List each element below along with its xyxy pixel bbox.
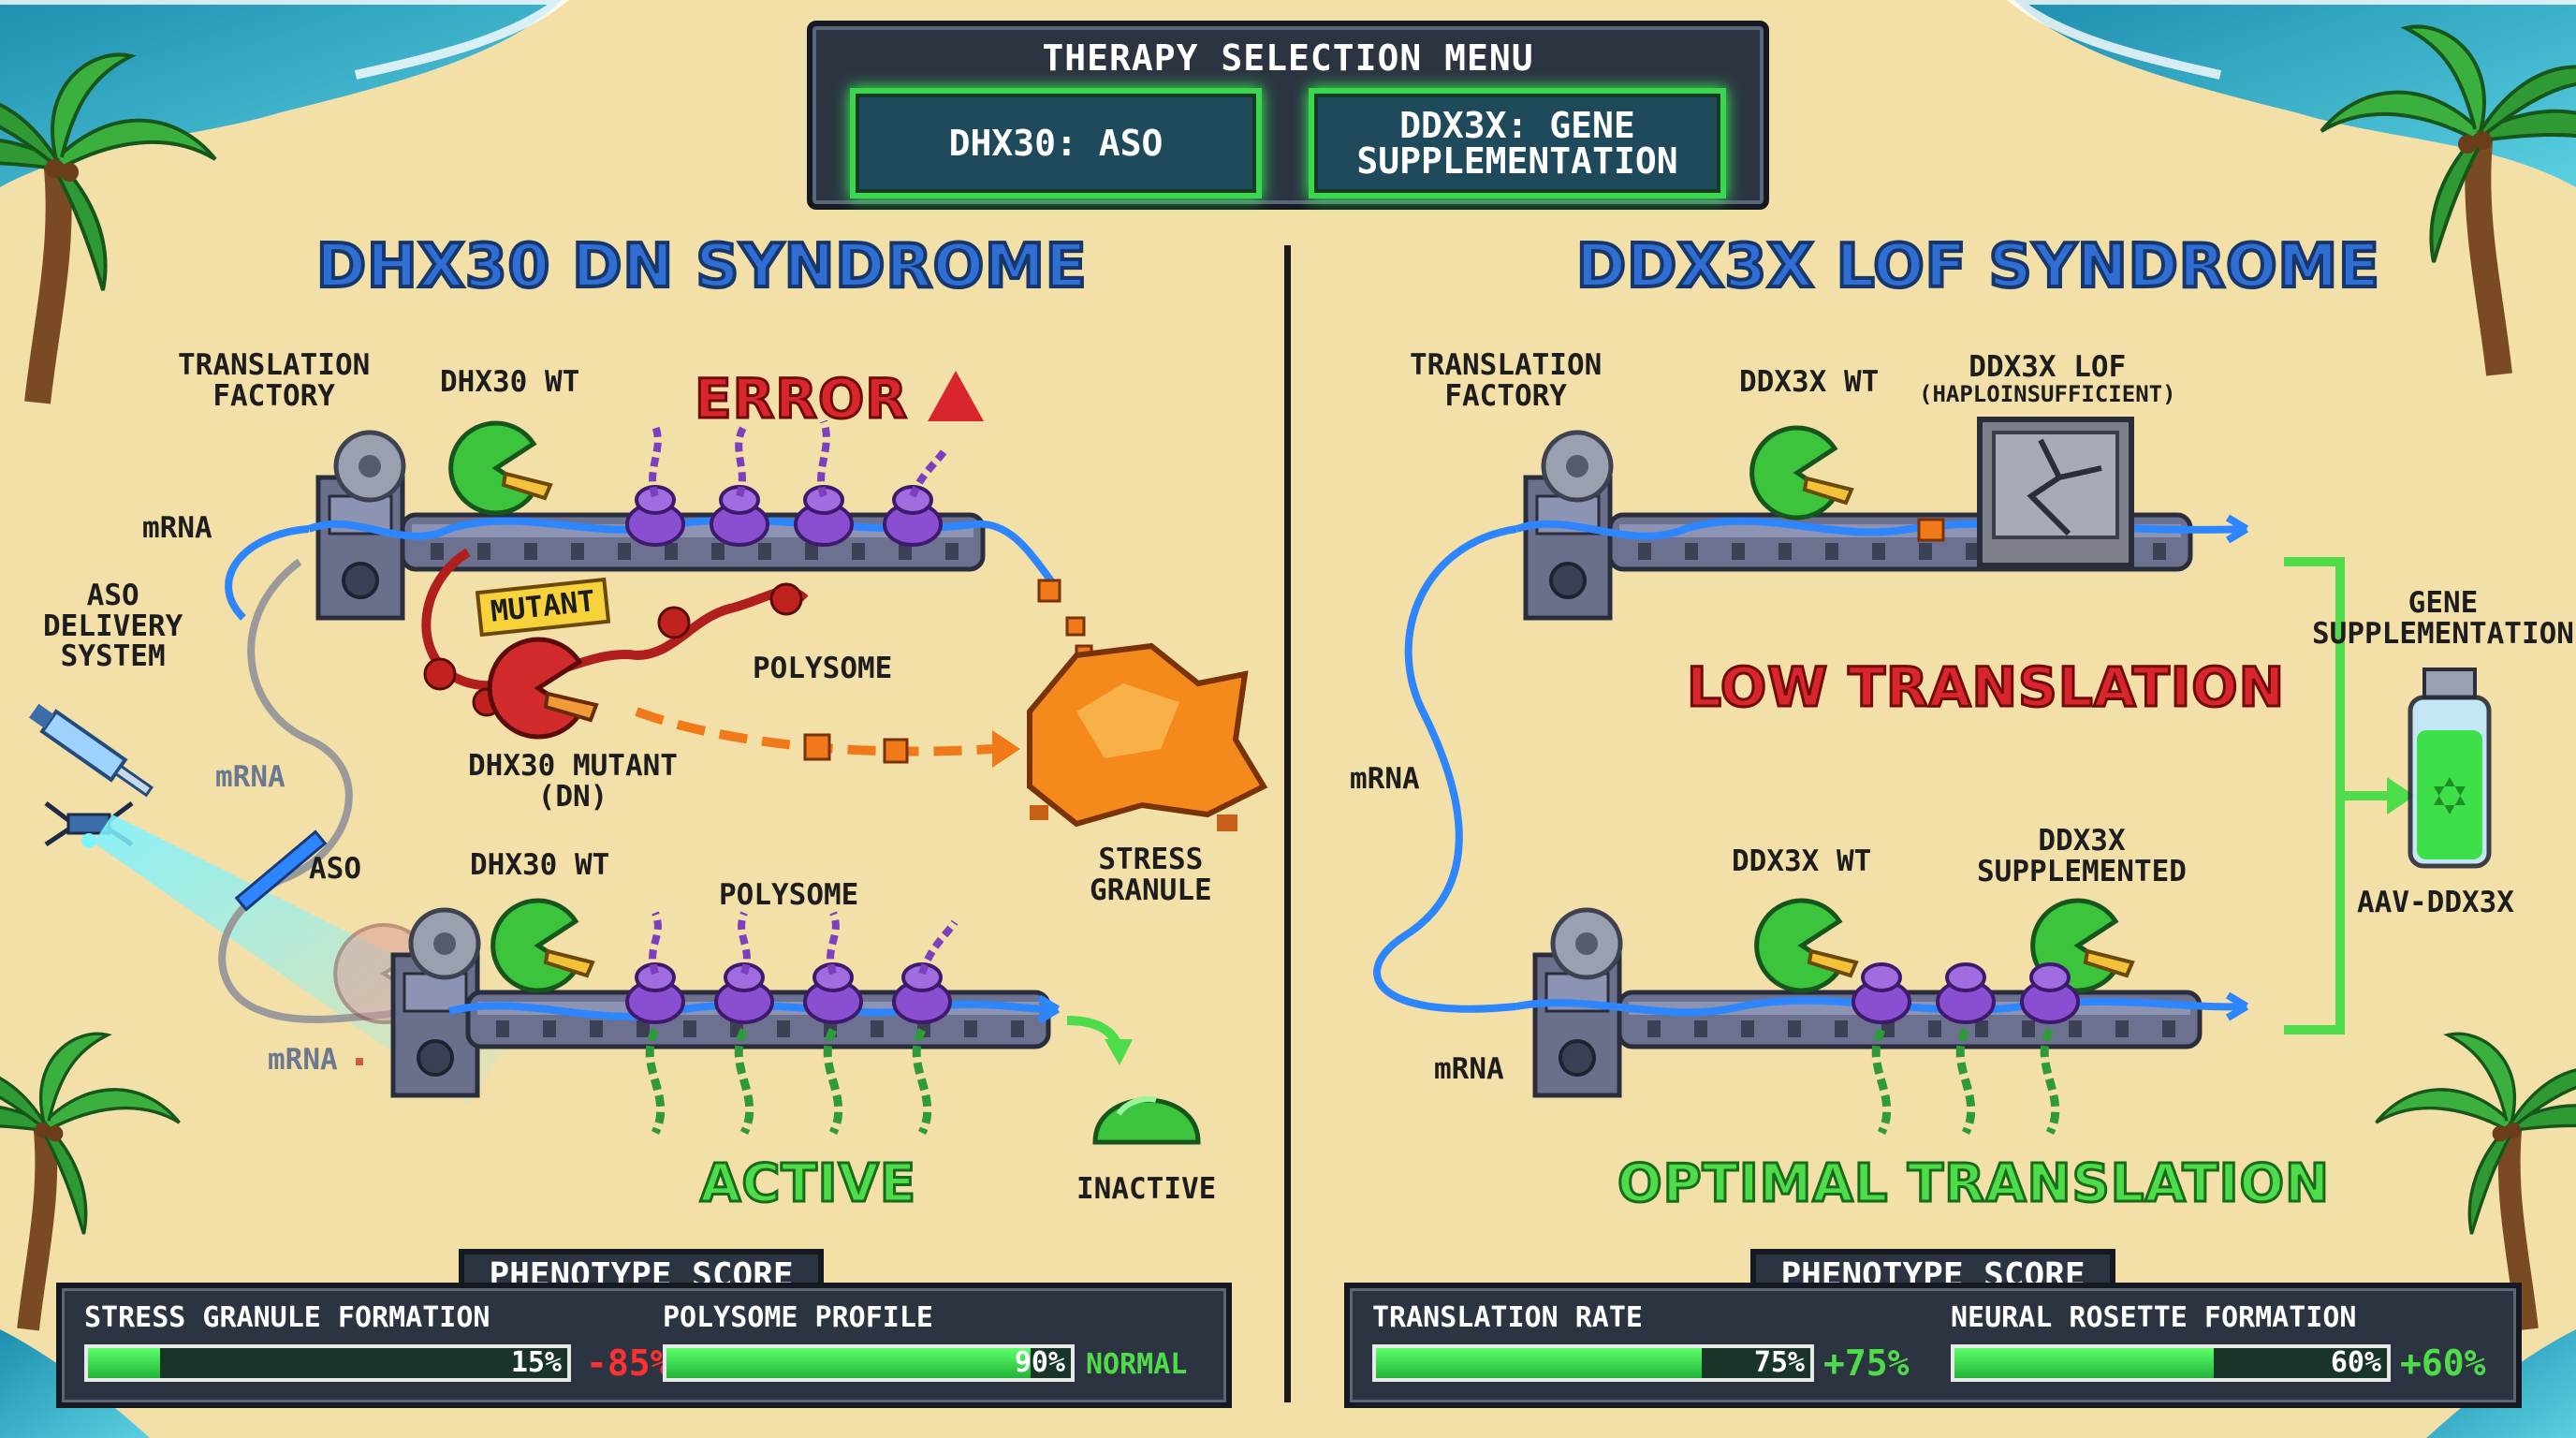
polysome-profile-bar-value: 90%	[1014, 1346, 1065, 1379]
aso-molecule	[234, 829, 328, 912]
stress-granule-metric-label: STRESS GRANULE FORMATION	[84, 1301, 490, 1334]
label-line: STRESS	[1098, 843, 1204, 876]
polysome-ribosomes-top	[625, 419, 949, 547]
neural-rosette-bar: 60%	[1951, 1344, 2391, 1382]
polysome-profile-bar: 90%	[663, 1344, 1075, 1382]
gene-supplementation-label: GENE SUPPLEMENTATION	[2312, 588, 2574, 649]
neural-rosette-delta: +60%	[2400, 1343, 2486, 1384]
dhx30-mutant-label: DHX30 MUTANT (DN)	[468, 751, 678, 812]
translation-rate-metric-label: TRANSLATION RATE	[1372, 1301, 1643, 1334]
dhx30-aso-button[interactable]: DHX30: ASO	[850, 88, 1262, 198]
phenotype-panel-left: STRESS GRANULE FORMATION 15% -85% POLYSO…	[56, 1283, 1232, 1408]
polysome-profile-status: NORMAL	[1086, 1348, 1188, 1381]
stress-granule-label: STRESS GRANULE	[1090, 844, 1212, 905]
dhx30-wt-label-bottom: DHX30 WT	[470, 848, 610, 882]
aso-syringe	[28, 703, 154, 798]
label-line: DDX3X LOF	[1969, 350, 2127, 384]
translation-rate-delta: +75%	[1823, 1343, 1910, 1384]
translation-factory-label-right: TRANSLATION FACTORY	[1410, 350, 1602, 411]
gene-button-line2: SUPPLEMENTATION	[1356, 140, 1678, 182]
menu-title: THERAPY SELECTION MENU	[1042, 37, 1534, 79]
phenotype-panel-right: TRANSLATION RATE 75% +75% NEURAL ROSETTE…	[1344, 1283, 2522, 1408]
polysome-label-top: POLYSOME	[753, 652, 893, 685]
translation-rate-bar: 75%	[1372, 1344, 1814, 1382]
optimal-translation-status: OPTIMAL TRANSLATION	[1617, 1152, 2331, 1216]
neural-rosette-bar-fill	[1954, 1348, 2215, 1378]
stress-granule-bar-value: 15%	[510, 1346, 562, 1379]
ddx3x-wt-label-top: DDX3X WT	[1739, 365, 1880, 399]
right-section-title: DDX3X LOF SYNDROME	[1574, 230, 2381, 303]
neural-rosette-metric-label: NEURAL ROSETTE FORMATION	[1951, 1301, 2357, 1334]
inactive-dome	[1092, 1095, 1201, 1145]
label-line: FACTORY	[212, 378, 335, 413]
ddx3x-gene-supplementation-button[interactable]: DDX3X: GENE SUPPLEMENTATION	[1309, 88, 1726, 198]
translation-factory-label-left: TRANSLATION FACTORY	[178, 350, 370, 411]
aav-ddx3x-label: AAV-DDX3X	[2357, 886, 2514, 919]
translation-rate-bar-fill	[1376, 1348, 1702, 1378]
aav-vial	[2408, 668, 2492, 869]
label-line: SUPPLEMENTATION	[2312, 616, 2574, 651]
ddx3x-lof-broken-monitor	[1977, 417, 2134, 568]
label-line: DELIVERY	[43, 609, 183, 643]
polysome-ribosomes-bottom	[625, 911, 959, 1136]
label-line: GRANULE	[1090, 873, 1212, 907]
gene-button-line1: DDX3X: GENE	[1399, 105, 1635, 146]
label-line: TRANSLATION	[1410, 348, 1603, 382]
error-label: ERROR	[694, 366, 985, 433]
label-line: SUPPLEMENTED	[1977, 854, 2187, 888]
ddx3x-wt-label-bottom: DDX3X WT	[1732, 844, 1872, 878]
label-line: FACTORY	[1444, 378, 1567, 413]
stress-granule-delta: -85%	[586, 1343, 672, 1384]
label-line: DDX3X	[2038, 824, 2126, 858]
label-line: SYSTEM	[60, 639, 166, 674]
aso-delivery-system-label: ASO DELIVERY SYSTEM	[43, 580, 183, 672]
stress-granule-blob	[1027, 642, 1268, 831]
polysome-profile-metric-label: POLYSOME PROFILE	[663, 1301, 933, 1334]
polysome-profile-bar-fill	[666, 1348, 1031, 1378]
stress-granule-bar-fill	[88, 1348, 160, 1378]
therapy-selection-menu: THERAPY SELECTION MENU DHX30: ASO DDX3X:…	[807, 21, 1769, 210]
inactive-label: INACTIVE	[1076, 1172, 1217, 1206]
mrna-label-bottom-right: mRNA	[1434, 1052, 1504, 1086]
ddx3x-lof-label: DDX3X LOF (HAPLOINSUFFICIENT)	[1919, 352, 2176, 406]
label-line: (DN)	[537, 779, 608, 814]
label-line: ASO	[86, 579, 139, 612]
polysome-ribosomes-right	[1852, 962, 2080, 1136]
label-line: TRANSLATION	[178, 348, 371, 382]
ddx3x-supplemented-label: DDX3X SUPPLEMENTED	[1977, 826, 2187, 887]
label-line: DHX30 MUTANT	[468, 749, 678, 783]
label-line: (HAPLOINSUFFICIENT)	[1919, 380, 2176, 407]
mrna-label-mid-left: mRNA	[215, 760, 285, 794]
neural-rosette-bar-value: 60%	[2330, 1346, 2381, 1379]
active-status: ACTIVE	[698, 1152, 917, 1216]
mrna-label-bottom-left: mRNA	[268, 1043, 338, 1077]
warning-icon	[928, 371, 985, 421]
polysome-label-bottom: POLYSOME	[719, 878, 859, 912]
aso-label: ASO	[309, 852, 361, 886]
dhx30-wt-label-top: DHX30 WT	[440, 365, 580, 399]
translation-rate-bar-value: 75%	[1753, 1346, 1805, 1379]
mrna-label-top-left: mRNA	[142, 511, 212, 545]
label-line: GENE	[2408, 586, 2479, 620]
left-section-title: DHX30 DN SYNDROME	[315, 230, 1089, 303]
error-text: ERROR	[694, 366, 909, 433]
mrna-label-mid-right: mRNA	[1350, 762, 1420, 796]
dhx30-aso-label: DHX30: ASO	[948, 123, 1164, 164]
section-divider	[1284, 245, 1291, 1402]
dhx30-mutant-enzyme	[487, 637, 599, 740]
low-translation-status: LOW TRANSLATION	[1685, 654, 2286, 721]
stress-granule-bar: 15%	[84, 1344, 571, 1382]
